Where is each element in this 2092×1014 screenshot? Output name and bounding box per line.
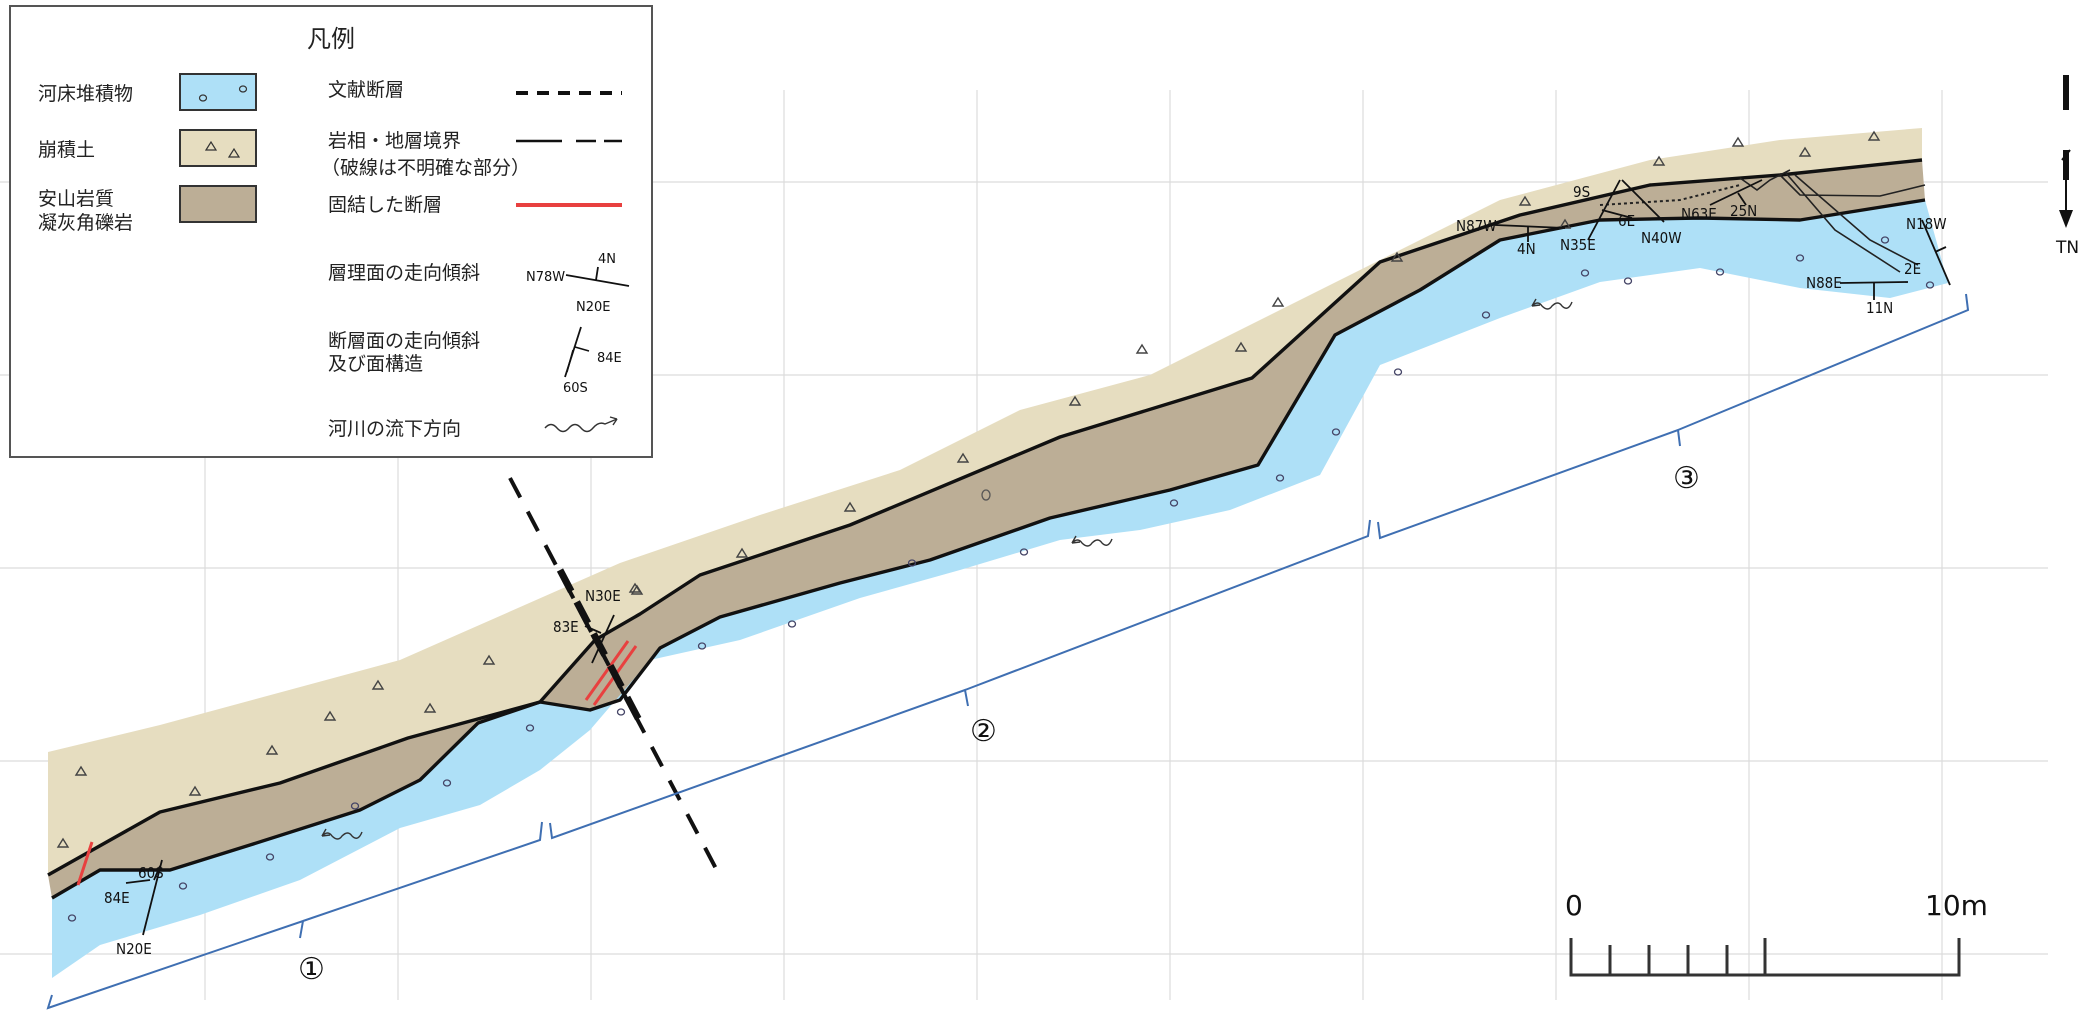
label-84e: 84E (104, 889, 130, 907)
label-25n: 25N (1730, 202, 1757, 220)
legend-colluvium-swatch (179, 129, 257, 167)
section-brackets (46, 293, 1970, 1010)
scale-max-label: 10m (1925, 889, 1988, 922)
breccia-symbol (981, 489, 991, 501)
structural-labels: 60S 84E N20E N30E 83E N87W 4N 9S 6E N35E… (104, 183, 1947, 958)
flow-arrows (321, 298, 1573, 840)
label-60s: 60S (138, 864, 164, 882)
fault-attitude-symbol: 84E 60S (563, 326, 622, 396)
legend-tuff-label: 安山岩質 凝灰角礫岩 (38, 188, 134, 234)
colluvium-symbol-icon (204, 140, 241, 158)
label-n87w: N87W (1456, 217, 1497, 235)
riverbed-symbols (67, 236, 1935, 922)
legend-bedding-lineation: N20E (576, 300, 610, 315)
legend-fault-dip: 84E (597, 351, 622, 366)
legend-literature-fault-label: 文献断層 (328, 79, 405, 101)
cemented-fault-symbol (516, 203, 622, 207)
legend-riverbed-swatch (179, 73, 257, 111)
label-6e: 6E (1618, 212, 1635, 230)
uncertain-boundary (1599, 184, 1741, 206)
colluvium-symbols (56, 130, 1881, 848)
section-1-label: ① (298, 952, 325, 987)
label-9s: 9S (1573, 183, 1590, 201)
legend-bedding-dip: 4N (598, 252, 616, 267)
riverbed-area (52, 200, 1948, 978)
label-4n: 4N (1517, 240, 1536, 258)
flow-direction-symbol (544, 416, 618, 433)
tuff-breccia-area (48, 160, 1925, 898)
legend-bedding-label: 層理面の走向傾斜 (328, 262, 481, 284)
literature-fault-symbol (516, 91, 622, 95)
scale-zero-label: 0 (1565, 889, 1583, 922)
scale-bar (1569, 938, 1961, 977)
label-n35e: N35E (1560, 236, 1596, 254)
bedding-attitude-symbol: N78W 4N N20E (526, 252, 630, 315)
north-arrow-icon (2059, 75, 2073, 228)
fault-trace-c (1794, 174, 1919, 266)
label-2e: 2E (1904, 260, 1921, 278)
true-north-label: TN (2055, 238, 2079, 258)
colluvium-area (48, 128, 1922, 875)
label-n88e: N88E (1806, 274, 1842, 292)
label-11n: 11N (1866, 299, 1893, 317)
legend-riverbed-label: 河床堆積物 (38, 83, 134, 105)
label-n63e: N63E (1681, 205, 1717, 223)
fault-trace-d (1739, 169, 1791, 191)
label-n40w: N40W (1641, 229, 1682, 247)
legend-colluvium-label: 崩積土 (38, 139, 96, 161)
label-n18w: N18W (1906, 215, 1947, 233)
legend-boundary-label: 岩相・地層境界 (328, 130, 462, 152)
section-2-label: ② (970, 714, 997, 749)
legend-boundary-note: （破線は不明確な部分） (321, 157, 531, 179)
boundary-line-symbol (516, 139, 622, 143)
label-n20e: N20E (116, 940, 152, 958)
riverbed-symbol-icon (198, 85, 248, 102)
legend-bedding-strike: N78W (526, 270, 565, 285)
label-n30e: N30E (585, 587, 621, 605)
fault-trace-b (1784, 171, 1901, 273)
upper-boundary-line (47, 158, 1923, 877)
legend-flow-label: 河川の流下方向 (328, 418, 462, 440)
section-3-label: ③ (1673, 461, 1700, 496)
label-83e: 83E (553, 618, 579, 636)
legend-tuff-swatch (179, 185, 257, 223)
legend-fault-plunge: 60S (563, 381, 588, 396)
legend-title: 凡例 (307, 25, 355, 53)
legend-fault-plane-label-2: 及び面構造 (328, 353, 424, 375)
fault-trace-a (1779, 174, 1926, 197)
legend-panel: 凡例 河床堆積物 崩積土 安山岩質 凝灰角礫岩 文献断層 岩相・地層境界 （破線… (9, 5, 653, 458)
lower-boundary-line (51, 198, 1926, 900)
structural-symbols (125, 179, 1951, 936)
legend-cemented-fault-label: 固結した断層 (328, 194, 443, 216)
legend-fault-plane-label-1: 断層面の走向傾斜 (328, 330, 481, 352)
